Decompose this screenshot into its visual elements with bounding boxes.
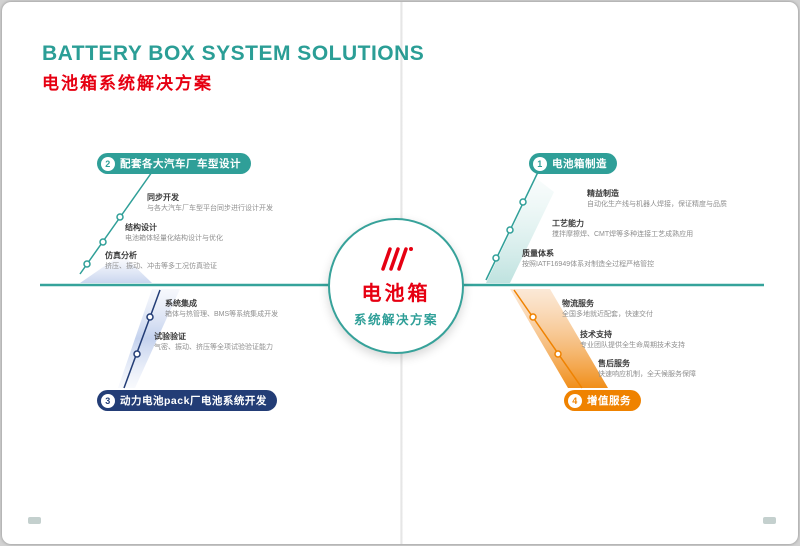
- annotation-block: 质量体系 按照IATF16949体系对制造全过程严格管控: [522, 248, 654, 270]
- annotation-block: 系统集成 箱体与热管理、BMS等系统集成开发: [165, 298, 278, 320]
- annotation-title: 技术支持: [580, 330, 612, 339]
- annotation-title: 精益制造: [587, 189, 619, 198]
- annotation-block: 工艺能力 搅拌摩擦焊、CMT焊等多种连接工艺成熟应用: [552, 218, 693, 240]
- annotation-desc: 挤压、振动、冲击等多工况仿真验证: [105, 263, 217, 270]
- annotation-desc: 电池箱体轻量化结构设计与优化: [125, 235, 223, 242]
- annotation-desc: 与各大汽车厂车型平台同步进行设计开发: [147, 205, 273, 212]
- annotation-block: 试验验证 气密、振动、挤压等全项试验验证能力: [154, 331, 273, 353]
- branch-label-text: 电池箱制造: [552, 158, 607, 170]
- branch-number-badge: 3: [101, 393, 115, 408]
- annotation-title: 系统集成: [165, 299, 197, 308]
- center-badge-title: 电池箱: [361, 283, 431, 305]
- annotation-block: 仿真分析 挤压、振动、冲击等多工况仿真验证: [105, 250, 217, 272]
- annotation-title: 仿真分析: [105, 251, 137, 260]
- annotation-title: 售后服务: [598, 359, 630, 368]
- annotation-block: 物流服务 全国多地就近配套，快速交付: [562, 298, 653, 320]
- annotation-block: 技术支持 专业团队提供全生命周期技术支持: [580, 329, 685, 351]
- annotation-block: 同步开发 与各大汽车厂车型平台同步进行设计开发: [147, 192, 273, 214]
- annotation-desc: 自动化生产线与机器人焊接，保证精度与品质: [587, 201, 727, 208]
- branch-label-text: 增值服务: [587, 395, 631, 407]
- page-marker-left: [28, 517, 41, 524]
- annotation-desc: 箱体与热管理、BMS等系统集成开发: [165, 311, 279, 318]
- branch-line-top-right: [485, 171, 539, 281]
- center-circle-badge: 电池箱 系统解决方案: [328, 218, 464, 354]
- annotation-title: 结构设计: [125, 223, 157, 232]
- branch-line-top-left: [79, 171, 153, 275]
- annotation-block: 精益制造 自动化生产线与机器人焊接，保证精度与品质: [587, 188, 727, 210]
- branch-label-value-added-services: 4 增值服务: [564, 390, 641, 411]
- page-marker-right: [763, 517, 776, 524]
- branch-number-badge: 1: [533, 156, 547, 171]
- annotation-desc: 按照IATF16949体系对制造全过程严格管控: [522, 261, 655, 268]
- annotation-title: 物流服务: [562, 299, 594, 308]
- annotation-desc: 全国多地就近配套，快速交付: [562, 311, 653, 318]
- branch-label-text: 配套各大汽车厂车型设计: [120, 158, 241, 170]
- branch-number-badge: 2: [101, 156, 115, 171]
- annotation-title: 同步开发: [147, 193, 179, 202]
- annotation-title: 试验验证: [154, 332, 186, 341]
- branch-number-badge: 4: [568, 393, 582, 408]
- branch-line-bottom-left: [123, 289, 161, 389]
- annotation-desc: 搅拌摩擦焊、CMT焊等多种连接工艺成熟应用: [552, 231, 694, 238]
- branch-label-pack-development: 3 动力电池pack厂电池系统开发: [97, 390, 277, 411]
- page-title-cn: 电池箱系统解决方案: [42, 74, 213, 93]
- annotation-block: 售后服务 快速响应机制，全天候服务保障: [598, 358, 696, 380]
- branch-label-vehicle-design: 2 配套各大汽车厂车型设计: [97, 153, 251, 174]
- annotation-desc: 快速响应机制，全天候服务保障: [598, 371, 696, 378]
- branch-shade-top-left: [80, 254, 152, 283]
- branch-label-box-manufacturing: 1 电池箱制造: [529, 153, 617, 174]
- page-title-en: BATTERY BOX SYSTEM SOLUTIONS: [42, 42, 425, 65]
- branch-line-bottom-right: [513, 289, 583, 389]
- center-badge-subtitle: 系统解决方案: [353, 313, 438, 327]
- branch-shade-top-right: [486, 178, 554, 283]
- branch-dots: [83, 198, 562, 358]
- annotation-block: 结构设计 电池箱体轻量化结构设计与优化: [125, 222, 223, 244]
- annotation-desc: 气密、振动、挤压等全项试验验证能力: [154, 344, 273, 351]
- annotation-desc: 专业团队提供全生命周期技术支持: [580, 342, 685, 349]
- branch-label-text: 动力电池pack厂电池系统开发: [120, 395, 267, 407]
- brand-logo-icon: [381, 247, 413, 271]
- annotation-title: 质量体系: [522, 249, 554, 258]
- annotation-title: 工艺能力: [552, 219, 584, 228]
